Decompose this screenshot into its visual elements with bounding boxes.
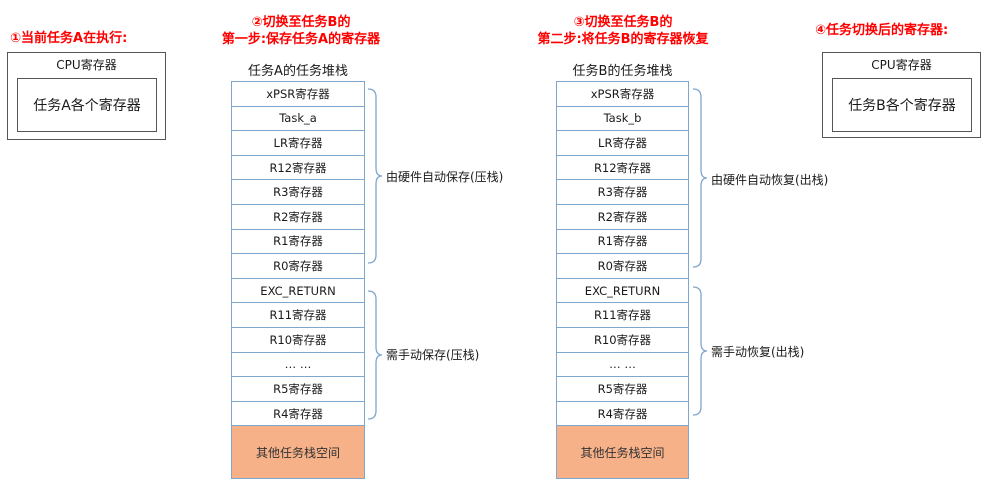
stack-cell: LR寄存器 bbox=[557, 131, 688, 156]
stack-cell: EXC_RETURN bbox=[232, 279, 364, 304]
stack-cell: R5寄存器 bbox=[557, 377, 688, 402]
stack-cell: … … bbox=[557, 353, 688, 378]
stack-a-hardware-brace bbox=[367, 88, 383, 264]
step-2-line-2: 第一步:保存任务A的寄存器 bbox=[221, 32, 381, 47]
stack-cell: R4寄存器 bbox=[557, 402, 688, 427]
stack-cell: R3寄存器 bbox=[232, 180, 364, 205]
stack-cell: EXC_RETURN bbox=[557, 279, 688, 304]
stack-b-software-label: 需手动恢复(出栈) bbox=[711, 345, 805, 359]
stack-cell: R1寄存器 bbox=[557, 230, 688, 255]
stack-cell: Task_b bbox=[557, 107, 688, 132]
cpu-registers-title: CPU寄存器 bbox=[56, 58, 117, 72]
stack-cell: Task_a bbox=[232, 107, 364, 132]
stack-cell: R11寄存器 bbox=[232, 303, 364, 328]
stack-cell: R2寄存器 bbox=[557, 205, 688, 230]
cpu-registers-content: 任务A各个寄存器 bbox=[17, 78, 157, 132]
step-2-label: ②切换至任务B的 第一步:保存任务A的寄存器 bbox=[196, 14, 406, 48]
stack-cell: R11寄存器 bbox=[557, 303, 688, 328]
step-1-label: ①当前任务A在执行: bbox=[10, 31, 128, 46]
step-3-line-2: 第二步:将任务B的寄存器恢复 bbox=[537, 32, 709, 47]
stack-cell: xPSR寄存器 bbox=[232, 82, 364, 107]
other-stack-space: 其他任务栈空间 bbox=[557, 426, 688, 478]
step-4-label: ④任务切换后的寄存器: bbox=[815, 23, 949, 38]
stack-cell: R10寄存器 bbox=[557, 328, 688, 353]
cpu-registers-content: 任务B各个寄存器 bbox=[832, 78, 972, 132]
stack-a-software-label: 需手动保存(压栈) bbox=[386, 348, 480, 362]
stack-b-hardware-label: 由硬件自动恢复(出栈) bbox=[711, 173, 829, 187]
stack-cell: R0寄存器 bbox=[232, 254, 364, 279]
stack-cell: LR寄存器 bbox=[232, 131, 364, 156]
stack-cell: R3寄存器 bbox=[557, 180, 688, 205]
stack-cell: R5寄存器 bbox=[232, 377, 364, 402]
stack-a-software-brace bbox=[367, 290, 383, 420]
stack-cell: R10寄存器 bbox=[232, 328, 364, 353]
stack-cell: R1寄存器 bbox=[232, 230, 364, 255]
stack-b-software-brace bbox=[692, 286, 708, 416]
stack-cell: … … bbox=[232, 353, 364, 378]
step-3-label: ③切换至任务B的 第二步:将任务B的寄存器恢复 bbox=[508, 14, 738, 48]
cpu-registers-title: CPU寄存器 bbox=[871, 58, 932, 72]
stack-a-title: 任务A的任务堆栈 bbox=[248, 64, 348, 79]
cpu-registers-task-a: CPU寄存器 任务A各个寄存器 bbox=[7, 52, 166, 140]
other-stack-space: 其他任务栈空间 bbox=[232, 426, 364, 478]
stack-cell: R12寄存器 bbox=[232, 156, 364, 181]
stack-cell: R12寄存器 bbox=[557, 156, 688, 181]
stack-b-title: 任务B的任务堆栈 bbox=[572, 64, 673, 79]
stack-cell: R2寄存器 bbox=[232, 205, 364, 230]
stack-cell: xPSR寄存器 bbox=[557, 82, 688, 107]
stack-a-hardware-label: 由硬件自动保存(压栈) bbox=[386, 170, 504, 184]
stack-b-hardware-brace bbox=[692, 88, 708, 268]
stack-cell: R0寄存器 bbox=[557, 254, 688, 279]
step-2-line-1: ②切换至任务B的 bbox=[251, 15, 351, 30]
cpu-registers-task-b: CPU寄存器 任务B各个寄存器 bbox=[822, 52, 981, 138]
stack-cell: R4寄存器 bbox=[232, 402, 364, 427]
step-3-line-1: ③切换至任务B的 bbox=[573, 15, 673, 30]
